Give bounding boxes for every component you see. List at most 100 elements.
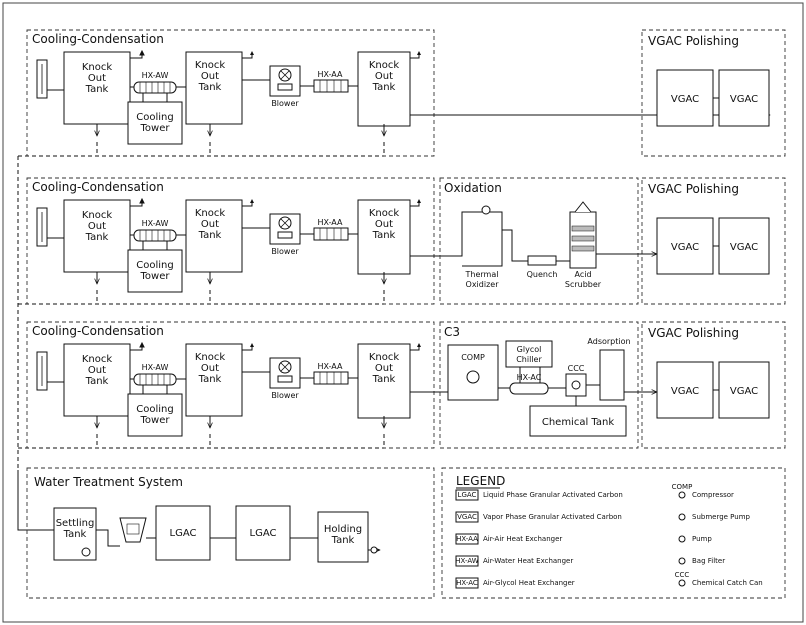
drain-to-settling xyxy=(17,470,62,530)
heat-exchanger-air-air xyxy=(313,227,349,241)
vent-icon xyxy=(250,199,254,203)
heat-exchanger-label: HX-AC xyxy=(517,373,542,382)
legend-entry: Air-Glycol Heat Exchanger xyxy=(483,579,575,587)
glycol-chiller xyxy=(505,340,553,368)
vent-pipe xyxy=(242,347,253,351)
cooling-tower-label: Tower xyxy=(140,123,171,134)
heat-exchanger-label: HX-AA xyxy=(318,218,344,227)
legend-box xyxy=(441,467,786,599)
vent-icon xyxy=(250,51,254,55)
knock-out-tank xyxy=(185,199,243,273)
vent-pipe xyxy=(130,347,143,351)
cooling-tower xyxy=(127,101,183,145)
legend-entry: Air-Air Heat Exchanger xyxy=(483,535,562,543)
gas-pipe xyxy=(502,229,528,262)
knock-out-tank xyxy=(185,51,243,125)
knock-out-tank-label: Knock xyxy=(369,60,400,71)
heat-exchanger-label: HX-AA xyxy=(318,70,344,79)
cooling-tower xyxy=(127,249,183,293)
knock-out-tank-label: Out xyxy=(88,73,106,84)
legend-symbol xyxy=(455,489,479,501)
vgac-label: VGAC xyxy=(671,242,699,253)
submerge-pump-icon xyxy=(81,547,91,557)
knock-out-tank-label: Knock xyxy=(82,62,113,73)
knock-out-tank xyxy=(357,51,411,127)
scrubber-packing xyxy=(571,235,595,242)
lgac-label: LGAC xyxy=(250,528,277,539)
chemical-catch-can-label: CCC xyxy=(568,364,585,373)
knock-out-tank-label: Tank xyxy=(198,230,222,241)
knock-out-tank-label: Tank xyxy=(85,376,109,387)
legend-icon xyxy=(678,513,686,521)
holding-tank-label: Holding xyxy=(324,524,362,535)
section-title: Cooling-Condensation xyxy=(32,180,164,194)
water-pipe xyxy=(96,529,120,547)
heat-exchanger-label: HX-AW xyxy=(142,71,169,80)
vent-pipe xyxy=(130,55,143,59)
holding-tank-label: Tank xyxy=(331,535,355,546)
knock-out-tank-label: Out xyxy=(375,363,393,374)
legend-symbol-label: VGAC xyxy=(457,513,477,521)
holding-tank xyxy=(317,511,369,563)
knock-out-tank-label: Out xyxy=(88,365,106,376)
knock-out-tank-label: Out xyxy=(201,71,219,82)
legend-entry: Pump xyxy=(692,535,712,543)
knock-out-tank-label: Tank xyxy=(372,230,396,241)
scrubber-packing xyxy=(571,225,595,232)
legend-symbol-label: HX-AW xyxy=(455,557,478,565)
adsorption-label: Adsorption xyxy=(587,337,630,346)
knock-out-tank-label: Tank xyxy=(372,374,396,385)
lgac-unit-a xyxy=(155,505,211,561)
legend-entry: Submerge Pump xyxy=(692,513,751,521)
knock-out-tank-label: Knock xyxy=(82,354,113,365)
thermal-oxidizer-label: Oxidizer xyxy=(466,280,500,289)
legend-symbol-label: LGAC xyxy=(458,491,477,499)
vent-icon xyxy=(139,197,145,204)
knock-out-tank-label: Tank xyxy=(198,82,222,93)
legend-icon xyxy=(678,491,686,499)
section-water-treatment xyxy=(26,467,435,599)
blower-motor-icon xyxy=(277,231,293,239)
section-vgac-polishing xyxy=(641,29,786,157)
legend-entry: Vapor Phase Granular Activated Carbon xyxy=(483,513,622,521)
legend-symbol xyxy=(455,555,479,567)
knock-out-tank xyxy=(63,343,131,417)
blower-label: Blower xyxy=(271,247,299,256)
knock-out-tank-label: Knock xyxy=(195,352,226,363)
knock-out-tank-label: Out xyxy=(375,219,393,230)
bag-filter xyxy=(119,517,147,543)
vgac-unit-b xyxy=(718,361,770,419)
adsorption-column xyxy=(599,349,625,401)
thermal-oxidizer-label: Thermal xyxy=(465,270,499,279)
knock-out-tank-label: Knock xyxy=(369,352,400,363)
vent-icon xyxy=(139,341,145,348)
quench xyxy=(527,255,557,266)
legend-symbol xyxy=(455,511,479,523)
blower-fan-icon xyxy=(280,70,290,80)
blower-label: Blower xyxy=(271,391,299,400)
acid-scrubber-label: Acid xyxy=(574,270,591,279)
section-title: Oxidation xyxy=(444,181,502,195)
legend-title: LEGEND xyxy=(456,474,505,488)
blower-motor-icon xyxy=(277,375,293,383)
vent-pipe xyxy=(410,55,420,59)
compressor-icon xyxy=(466,370,480,384)
legend-entry: Air-Water Heat Exchanger xyxy=(483,557,573,565)
heat-exchanger-label: HX-AW xyxy=(142,219,169,228)
section-title: VGAC Polishing xyxy=(648,182,739,196)
thermal-oxidizer xyxy=(462,211,503,267)
lgac-label: LGAC xyxy=(170,528,197,539)
blower-label: Blower xyxy=(271,99,299,108)
cooling-tower-label: Tower xyxy=(140,271,171,282)
knock-out-tank-label: Tank xyxy=(85,232,109,243)
legend-entry: Compressor xyxy=(692,491,734,499)
legend-icon xyxy=(678,535,686,543)
legend-entry: Liquid Phase Granular Activated Carbon xyxy=(483,491,623,499)
burner-icon xyxy=(481,205,491,215)
ccc-icon xyxy=(571,380,581,390)
glycol-chiller-label: Glycol xyxy=(517,345,542,354)
heat-exchanger-label: HX-AA xyxy=(318,362,344,371)
lgac-unit-b xyxy=(235,505,291,561)
vgac-unit-b xyxy=(718,69,770,127)
